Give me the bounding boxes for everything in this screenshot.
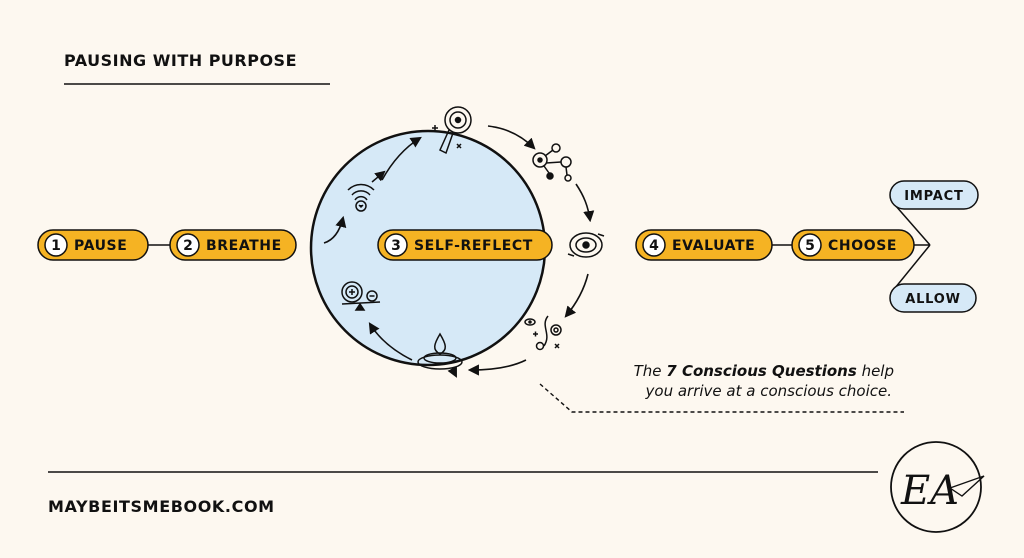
caption-line-1: The 7 Conscious Questions help xyxy=(634,362,894,380)
arrow-3 xyxy=(575,183,595,223)
ea-logo: EA xyxy=(890,441,985,533)
balance-scale-icon xyxy=(341,281,381,311)
outcome-impact: IMPACT xyxy=(889,180,979,210)
water-drop-icon xyxy=(417,332,463,378)
cycle-arrows xyxy=(323,125,595,376)
eye-path-icon xyxy=(524,315,562,351)
step-self-reflect: 3 SELF-REFLECT xyxy=(377,229,553,261)
outcome-allow: ALLOW xyxy=(889,283,977,313)
step-number: 4 xyxy=(649,238,659,254)
page-title: PAUSING WITH PURPOSE xyxy=(64,51,297,70)
network-eye-icon xyxy=(532,143,572,182)
caption-suffix: help xyxy=(857,362,894,380)
caption-bold: 7 Conscious Questions xyxy=(666,362,857,380)
arrow-2 xyxy=(487,125,536,150)
arrow-4 xyxy=(564,273,589,318)
step-label: CHOOSE xyxy=(828,238,897,254)
step-label: BREATHE xyxy=(206,238,282,254)
step-label: SELF-REFLECT xyxy=(414,238,533,254)
caption-leader-line xyxy=(539,383,904,413)
step-choose: 5 CHOOSE xyxy=(791,229,915,261)
step-breathe: 2 BREATHE xyxy=(169,229,297,261)
step-label: EVALUATE xyxy=(672,238,755,254)
arrow-5 xyxy=(467,359,527,376)
step-number: 2 xyxy=(183,238,193,254)
step-number: 3 xyxy=(391,238,401,254)
step-evaluate: 4 EVALUATE xyxy=(635,229,773,261)
eye-magnifier-icon xyxy=(432,106,472,155)
outcome-label: IMPACT xyxy=(904,189,963,204)
step-number: 1 xyxy=(51,238,61,254)
outcome-label: ALLOW xyxy=(905,292,961,307)
caption-prefix: The xyxy=(634,362,667,380)
wifi-heart-icon xyxy=(347,170,386,212)
logo-text: EA xyxy=(900,468,959,514)
step-number: 5 xyxy=(805,238,815,254)
arrow-6 xyxy=(368,322,413,361)
choose-branches xyxy=(894,204,931,289)
eye-target-icon xyxy=(567,232,605,258)
step-label: PAUSE xyxy=(74,238,127,254)
caption-line-2: you arrive at a conscious choice. xyxy=(645,382,892,400)
arrow-breathe-in xyxy=(323,215,347,244)
step-pause: 1 PAUSE xyxy=(37,229,149,261)
footer-url: MAYBEITSMEBOOK.COM xyxy=(48,497,275,516)
